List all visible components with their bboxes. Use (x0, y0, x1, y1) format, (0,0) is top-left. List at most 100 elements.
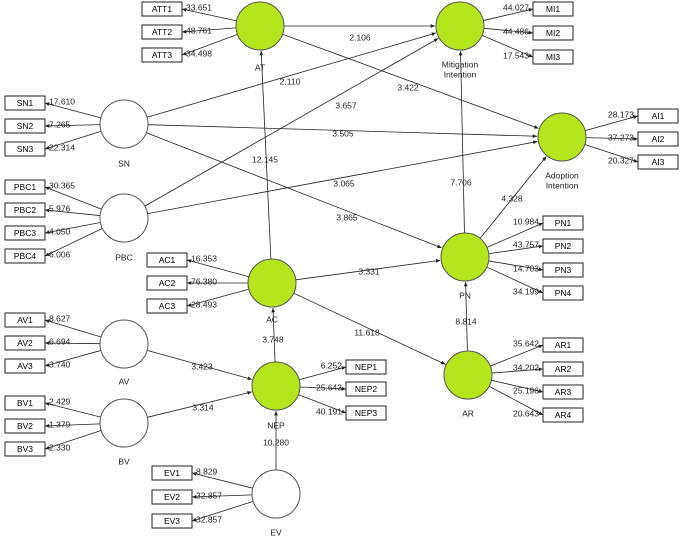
latent-label-pn: PN (459, 290, 471, 300)
indicator-label-mi2: MI2 (546, 28, 560, 38)
loading-arrow-nep3 (298, 394, 347, 414)
path-arrow-sn-to-mi (146, 32, 437, 118)
loading-value-ar3: 25.196 (513, 385, 539, 395)
latent-variable-sn (99, 99, 149, 149)
indicator-box-ai3 (637, 154, 679, 170)
path-coefficient-ar-to-pn: 8.814 (455, 316, 477, 326)
loading-value-att3: 34.498 (186, 48, 212, 58)
indicator-box-pn3 (542, 262, 584, 278)
loading-value-pn2: 43.757 (513, 239, 539, 249)
indicator-box-ai2 (637, 131, 679, 147)
indicator-label-mi1: MI1 (546, 4, 560, 14)
latent-variable-pn (440, 232, 490, 282)
indicator-box-ai1 (637, 108, 679, 124)
loading-value-ai2: 37.273 (608, 132, 634, 142)
loading-value-att1: 33.651 (186, 2, 212, 12)
indicator-label-pn1: PN1 (555, 218, 572, 228)
loading-arrow-ai3 (584, 144, 639, 163)
indicator-label-ar3: AR3 (555, 387, 572, 397)
loading-value-av2: 6.694 (49, 336, 71, 346)
indicator-box-nep3 (345, 405, 387, 421)
path-arrow-ac-to-at (259, 50, 272, 260)
loading-arrow-ar1 (490, 344, 544, 367)
path-coefficient-at-to-mi: 2.106 (349, 32, 371, 42)
loading-value-sn2: 7.265 (49, 119, 71, 129)
loading-arrow-ar3 (491, 379, 544, 393)
indicator-label-ev1: EV1 (164, 468, 180, 478)
indicator-label-nep3: NEP3 (355, 408, 377, 418)
indicator-box-ar3 (542, 384, 584, 400)
latent-label-mi-line1: Mitigation (442, 59, 479, 69)
loading-value-ev2: 32.857 (196, 490, 222, 500)
indicator-label-ev3: EV3 (164, 516, 180, 526)
loading-arrow-ac3 (186, 288, 249, 307)
path-coefficient-sn-to-ai: 3.505 (332, 128, 354, 138)
loading-value-nep2: 25.643 (316, 382, 342, 392)
path-arrow-pbc-to-ai (147, 140, 538, 215)
loading-arrow-pbc4 (44, 228, 103, 257)
indicator-box-av1 (4, 312, 46, 328)
path-coefficient-ac-to-at: 12.145 (252, 154, 278, 164)
loading-arrow-att3 (181, 33, 238, 56)
indicator-box-ar4 (542, 407, 584, 423)
loading-value-ar1: 35.642 (513, 338, 539, 348)
indicator-box-pbc4 (4, 248, 46, 264)
loading-value-ev3: 32.857 (196, 514, 222, 524)
latent-label-nep: NEP (267, 420, 285, 430)
path-coefficient-ev-to-nep: 10.280 (263, 437, 289, 447)
indicator-box-sn1 (4, 95, 46, 111)
latent-label-ar: AR (462, 408, 474, 418)
latent-label-ev: EV (270, 527, 282, 536)
loading-arrow-ev1 (191, 472, 253, 489)
loading-arrow-ac1 (186, 259, 249, 278)
indicator-label-nep1: NEP1 (355, 362, 377, 372)
loading-value-att2: 48.761 (186, 25, 212, 35)
loading-value-av1: 8.627 (49, 313, 71, 323)
loading-arrow-mi2 (483, 27, 534, 35)
indicator-label-att3: ATT3 (152, 50, 172, 60)
loading-arrow-nep1 (299, 366, 347, 381)
loading-arrow-nep2 (299, 386, 347, 391)
edges-layer (44, 8, 639, 522)
path-arrow-pbc-to-mi (144, 38, 439, 207)
loading-value-ar2: 34.202 (513, 362, 539, 372)
loading-value-pbc3: 4.050 (49, 226, 71, 236)
loading-arrow-att2 (181, 27, 237, 34)
latent-label-at: AT (255, 62, 265, 72)
loading-arrow-ev2 (191, 494, 253, 499)
indicator-label-mi3: MI3 (546, 52, 560, 62)
loading-value-nep3: 40.191 (316, 406, 342, 416)
loading-arrow-sn2 (44, 123, 101, 128)
latent-variable-bv (99, 398, 149, 448)
indicator-box-sn2 (4, 118, 46, 134)
loading-arrow-att1 (181, 8, 237, 22)
loading-value-bv2: 1.379 (49, 419, 71, 429)
indicator-label-nep2: NEP2 (355, 384, 377, 394)
latent-variable-mi (435, 1, 485, 51)
indicator-label-bv2: BV2 (17, 421, 33, 431)
loading-value-pbc1: 30.365 (49, 180, 75, 190)
indicator-label-sn2: SN2 (17, 121, 34, 131)
indicator-label-pbc3: PBC3 (14, 228, 36, 238)
loading-arrow-ar2 (491, 367, 544, 374)
indicator-label-sn1: SN1 (17, 98, 34, 108)
path-coefficient-pbc-to-ai: 3.065 (333, 178, 355, 188)
path-arrow-pn-to-mi (458, 50, 465, 234)
loading-arrow-av2 (44, 341, 101, 345)
indicator-box-att1 (141, 1, 183, 17)
indicator-box-nep1 (345, 359, 387, 375)
latent-label-bv: BV (118, 456, 130, 466)
indicator-label-ac3: AC3 (159, 301, 176, 311)
indicator-box-pbc1 (4, 179, 46, 195)
indicator-box-ev1 (151, 465, 193, 481)
latent-label-mi-line2: Intention (444, 69, 477, 79)
indicator-label-ai2: AI2 (652, 134, 665, 144)
indicator-box-pbc2 (4, 202, 46, 218)
loading-value-pn4: 34.199 (513, 286, 539, 296)
path-coefficient-sn-to-mi: 2.110 (280, 76, 301, 86)
indicator-box-mi2 (532, 25, 574, 41)
latent-variable-ai (537, 112, 587, 162)
loading-value-ar4: 20.643 (513, 408, 539, 418)
indicator-label-bv3: BV3 (17, 444, 33, 454)
loading-value-ai1: 28.173 (608, 109, 634, 119)
